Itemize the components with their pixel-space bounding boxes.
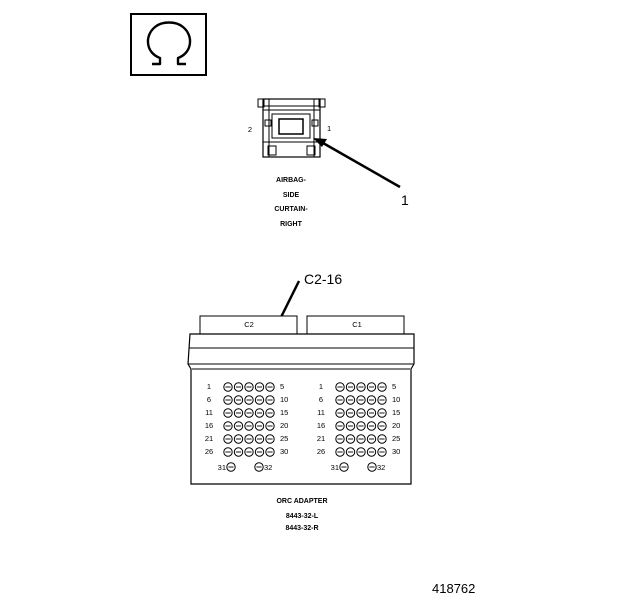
row-end-label: 5 [392,382,396,391]
connector-pin-right: 1 [327,124,331,133]
row-start-label: 21 [317,434,325,443]
row-end-label: 30 [280,447,288,456]
row-start-label: 21 [205,434,213,443]
row-start-label: 16 [205,421,213,430]
connector-label: AIRBAG- SIDE CURTAIN- RIGHT [274,177,308,228]
callout-1: 1 [401,192,409,208]
c1-pin-block: 1 5 6 10 11 15 16 20 21 25 26 30 31 32 [317,382,401,472]
c2-pin-block: 1 5 6 10 11 15 16 20 21 25 26 30 31 32 [205,382,289,472]
row-start-label: 26 [205,447,213,456]
row-end-label: 10 [392,395,400,404]
row-end-label: 15 [280,408,288,417]
row-end-label: 20 [392,421,400,430]
ohm-icon [146,21,192,66]
bottom-pin-label: 31 [331,463,339,472]
connector-label-line: CURTAIN- [274,206,308,213]
row-start-label: 16 [317,421,325,430]
adapter-c1-label: C1 [352,320,362,329]
row-start-label: 6 [207,395,211,404]
row-end-label: 25 [280,434,288,443]
row-end-label: 25 [392,434,400,443]
callout-1-leader [313,138,401,189]
connector-label-line: AIRBAG- [276,177,307,184]
airbag-connector [257,98,326,158]
row-start-label: 1 [207,382,211,391]
row-start-label: 11 [205,408,213,417]
connector-label-line: SIDE [283,192,300,199]
row-end-label: 10 [280,395,288,404]
bottom-pin-label: 32 [377,463,385,472]
bottom-pin-label: 31 [218,463,226,472]
row-start-label: 1 [319,382,323,391]
adapter-part-number: 8443-32-L [286,513,319,520]
ohm-symbol-box [130,13,207,76]
row-end-label: 20 [280,421,288,430]
row-end-label: 30 [392,447,400,456]
adapter-c2-label: C2 [244,320,254,329]
row-start-label: 6 [319,395,323,404]
row-end-label: 5 [280,382,284,391]
connector-label-line: RIGHT [280,221,303,228]
figure-number: 418762 [432,581,475,596]
connector-pin-left: 2 [248,125,252,134]
adapter-title: ORC ADAPTER [276,498,327,505]
callout-c2-16: C2-16 [304,271,342,287]
bottom-pin-label: 32 [264,463,272,472]
row-start-label: 11 [317,408,325,417]
adapter-part-number: 8443-32-R [285,525,318,532]
row-start-label: 26 [317,447,325,456]
orc-adapter [187,315,415,485]
row-end-label: 15 [392,408,400,417]
